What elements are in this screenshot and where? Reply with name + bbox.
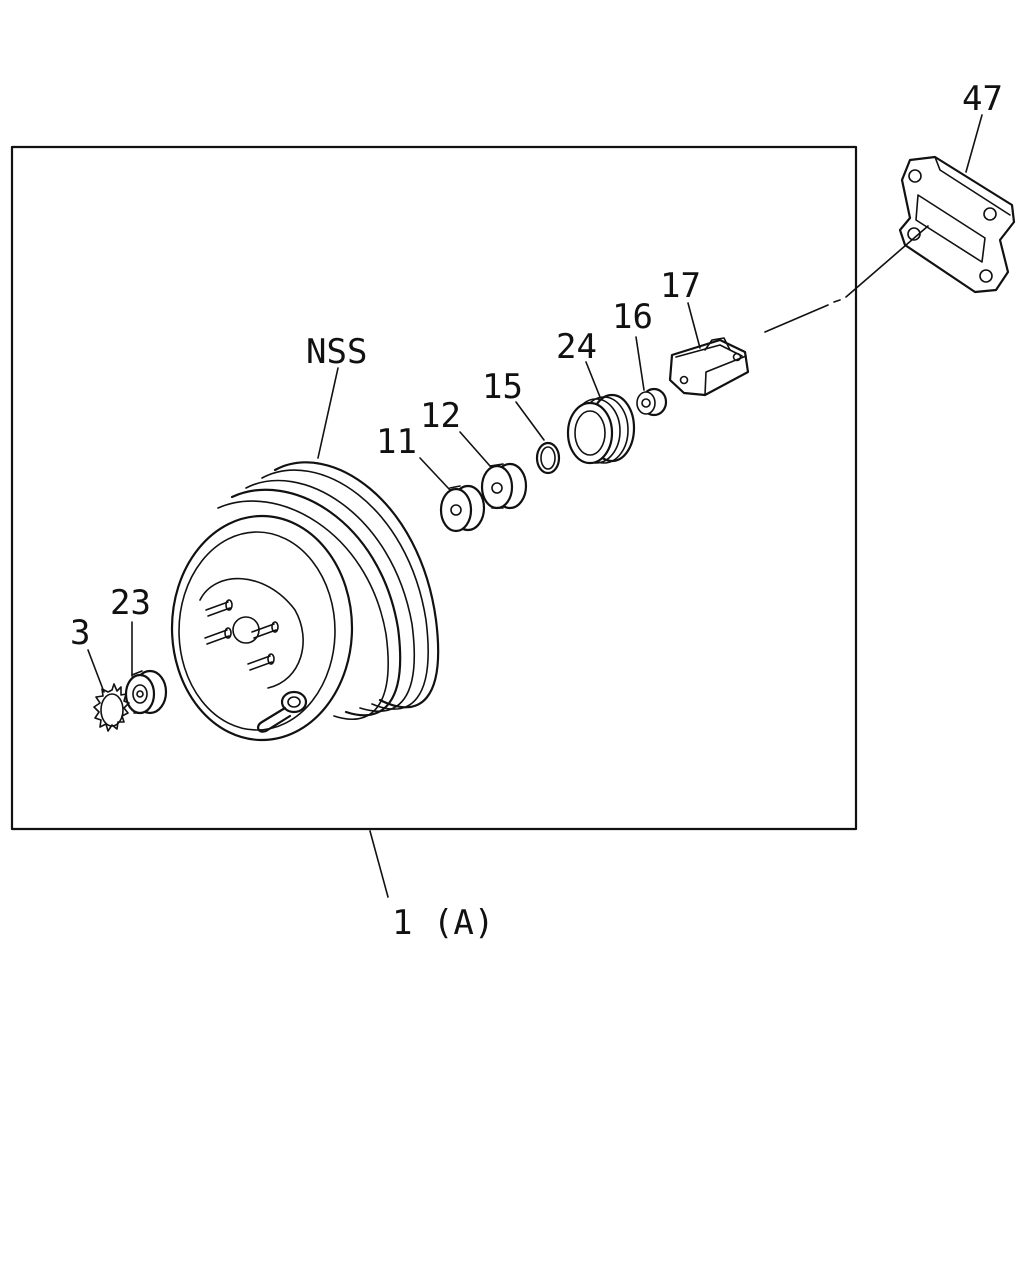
callout-nss: NSS <box>306 332 367 372</box>
leader-47 <box>965 114 983 173</box>
callout-47: 47 <box>962 79 1003 119</box>
part-16-nut[interactable] <box>636 387 668 417</box>
part-47-gasket[interactable] <box>898 155 1016 294</box>
center-line <box>764 225 929 333</box>
callout-16: 16 <box>612 297 653 337</box>
part-23-seal[interactable] <box>124 669 168 715</box>
leader-15 <box>515 401 545 441</box>
leader-12 <box>459 431 491 467</box>
leader-nss <box>317 367 339 459</box>
assembly-frame <box>10 145 858 831</box>
callout-12: 12 <box>420 396 461 436</box>
callout-23: 23 <box>110 583 151 623</box>
booster-body[interactable] <box>170 461 440 742</box>
callout-24: 24 <box>556 327 597 367</box>
leader-24 <box>585 361 601 398</box>
leader-11 <box>419 457 451 491</box>
leader-16 <box>635 336 645 391</box>
callout-15: 15 <box>482 367 523 407</box>
part-12-washer[interactable] <box>480 462 528 510</box>
part-3-lock-washer[interactable] <box>93 683 130 732</box>
callout-1a: 1 (A) <box>392 903 494 943</box>
part-24-boot[interactable] <box>566 393 636 465</box>
callout-17: 17 <box>660 266 701 306</box>
part-15-oring[interactable] <box>535 441 561 475</box>
leader-17 <box>687 302 701 349</box>
callout-3: 3 <box>70 613 90 653</box>
leader-1a <box>369 830 389 898</box>
leader-3 <box>87 649 105 693</box>
callout-11: 11 <box>376 422 417 462</box>
part-17-clevis[interactable] <box>668 337 750 397</box>
part-11-washer[interactable] <box>439 484 486 533</box>
